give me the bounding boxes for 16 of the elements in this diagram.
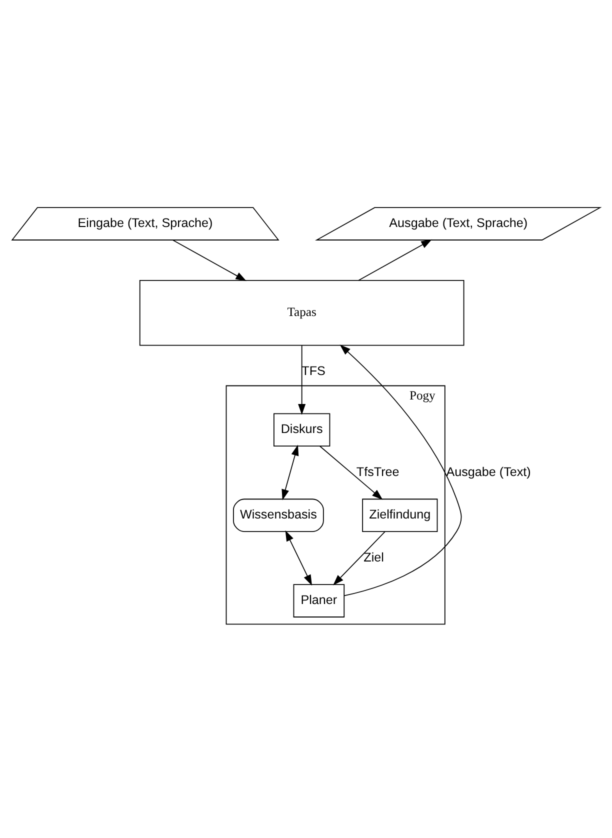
node-box: Wissensbasis	[233, 498, 324, 532]
node-box: Planer	[293, 584, 345, 617]
arrow	[358, 238, 432, 280]
arrow	[285, 530, 312, 586]
node-box: Diskurs	[274, 412, 330, 446]
node-box: Tapas	[139, 280, 464, 346]
edge-label: Ausgabe (Text)	[446, 464, 531, 478]
edge-label: TfsTree	[356, 464, 400, 478]
edge-label: Ziel	[364, 550, 384, 564]
arrow	[340, 344, 462, 596]
arrow	[172, 239, 246, 281]
arrow	[282, 444, 299, 500]
arrow	[319, 445, 383, 500]
arrow	[333, 530, 386, 585]
arrow	[298, 344, 306, 414]
node-box: Zielfindung	[362, 498, 438, 532]
